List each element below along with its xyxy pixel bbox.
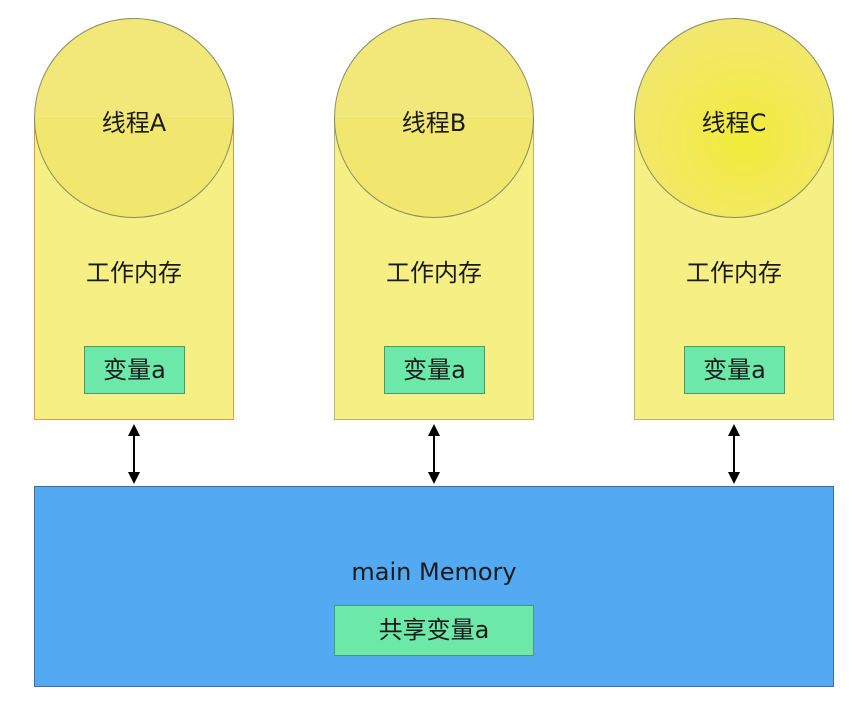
thread-b-title: 线程B	[401, 109, 467, 137]
thread-b-variable: 变量a	[384, 346, 485, 394]
thread-a-work-memory-label: 工作内存	[86, 259, 182, 287]
thread-a-head	[34, 18, 234, 218]
thread-a-title: 线程A	[101, 109, 167, 137]
main-memory-label: main Memory	[351, 558, 517, 586]
thread-b-work-memory-label: 工作内存	[386, 259, 482, 287]
thread-a-arrow	[128, 424, 140, 484]
thread-c-title: 线程C	[701, 109, 767, 137]
thread-a-variable: 变量a	[84, 346, 185, 394]
thread-b-head	[334, 18, 534, 218]
thread-c-arrow	[728, 424, 740, 484]
shared-variable: 共享变量a	[334, 605, 534, 656]
thread-b-arrow	[428, 424, 440, 484]
thread-c-work-memory-label: 工作内存	[686, 259, 782, 287]
thread-c-variable: 变量a	[684, 346, 785, 394]
thread-c-head	[634, 18, 834, 218]
